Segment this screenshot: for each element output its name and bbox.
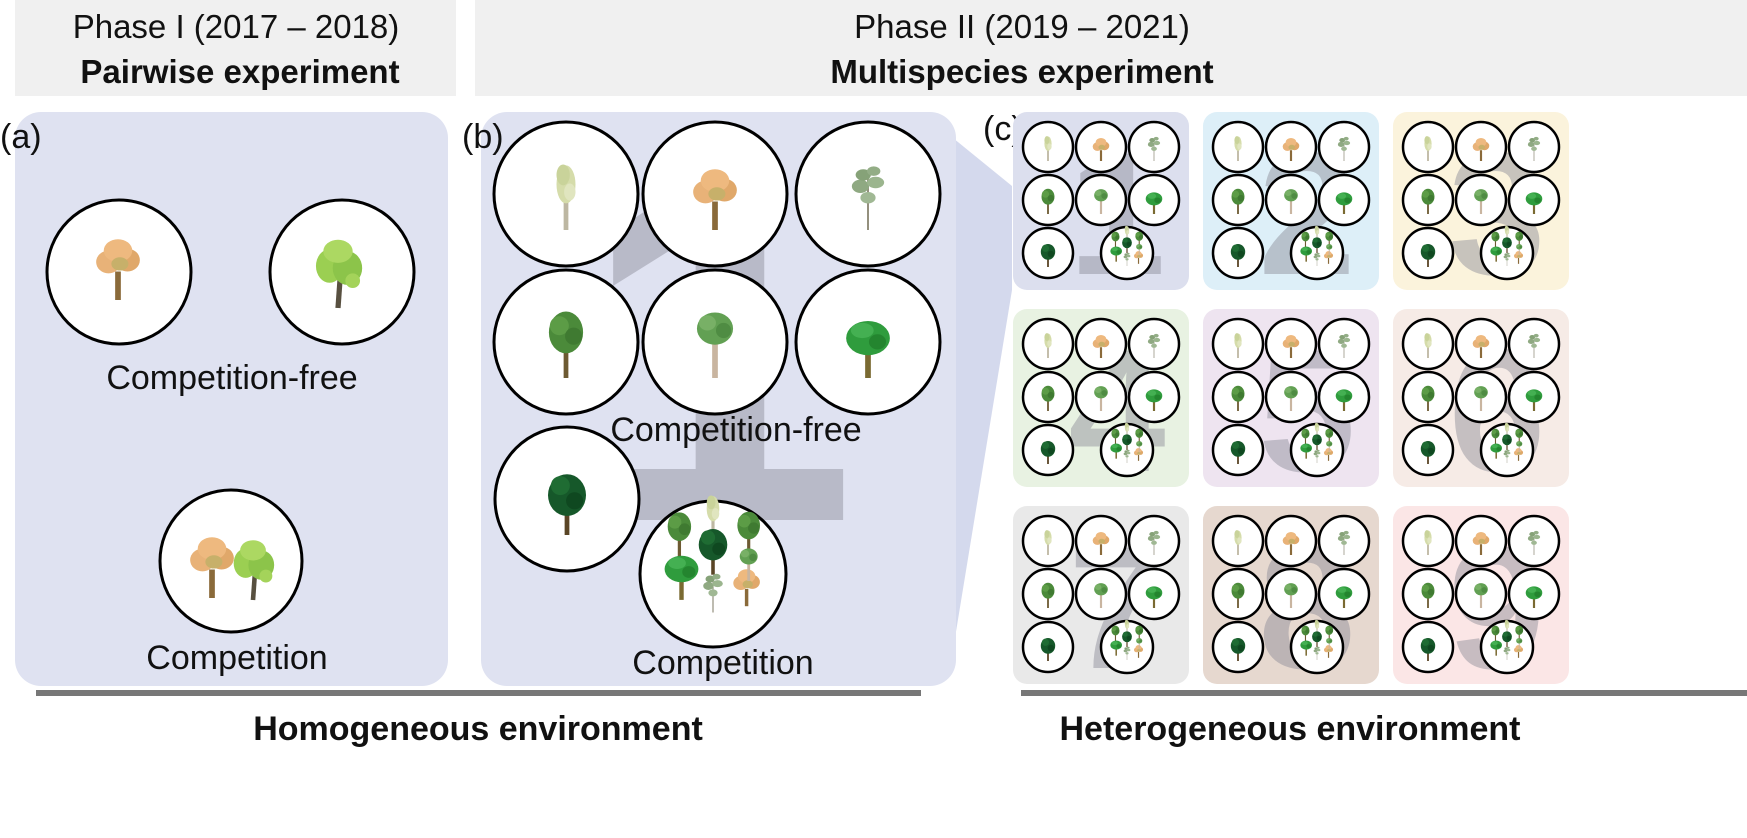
homogeneous-label: Homogeneous environment: [253, 710, 703, 748]
block-2: 2: [1203, 112, 1379, 312]
block-3: 3: [1393, 112, 1569, 312]
phase1-header-bg: [15, 0, 456, 96]
block-4: 4: [1013, 309, 1189, 509]
panel-a-pot-pair: [158, 488, 304, 634]
homogeneous-baseline: [36, 690, 921, 696]
panel-c-blocks: 123 456 789: [1013, 112, 1569, 706]
phase1-title: Phase I (2017 – 2018): [73, 8, 400, 45]
phase2-title: Phase II (2019 – 2021): [854, 8, 1190, 45]
panel-b-label-comp: Competition: [632, 644, 813, 682]
block-8: 8: [1203, 506, 1379, 706]
block-1: 1: [1013, 112, 1189, 312]
panel-a-tag: (a): [0, 118, 42, 156]
block-6: 6: [1393, 309, 1569, 509]
panel-b-label-free: Competition-free: [610, 411, 861, 449]
phase2-header-bg: [475, 0, 1747, 96]
heterogeneous-label: Heterogeneous environment: [1060, 710, 1521, 748]
phase2-subtitle: Multispecies experiment: [830, 53, 1213, 90]
panel-a-pot-lime: [268, 198, 416, 346]
block-9: 9: [1393, 506, 1569, 706]
panel-b-pot-7: [493, 425, 641, 573]
block-7: 7: [1013, 506, 1189, 706]
panel-b-pot-4: [492, 268, 640, 416]
panel-b-tag: (b): [462, 118, 504, 156]
heterogeneous-baseline: [1021, 690, 1747, 696]
panel-a-label-comp: Competition: [146, 639, 327, 677]
panel-b-pot-3: [794, 120, 942, 268]
panel-a-pot-orange: [45, 198, 193, 346]
panel-b-pot-6: [794, 268, 942, 416]
panel-b-pot-1: [492, 120, 640, 268]
panel-b-pot-2: [641, 120, 789, 268]
panel-b-pot-5: [641, 268, 789, 416]
phase1-subtitle: Pairwise experiment: [80, 53, 399, 90]
panel-b-pot-mixture: [638, 496, 788, 649]
zoom-wedge: [953, 138, 1012, 650]
block-5: 5: [1203, 309, 1379, 509]
panel-b-pots: [492, 120, 942, 649]
panel-a-label-free: Competition-free: [106, 359, 357, 397]
